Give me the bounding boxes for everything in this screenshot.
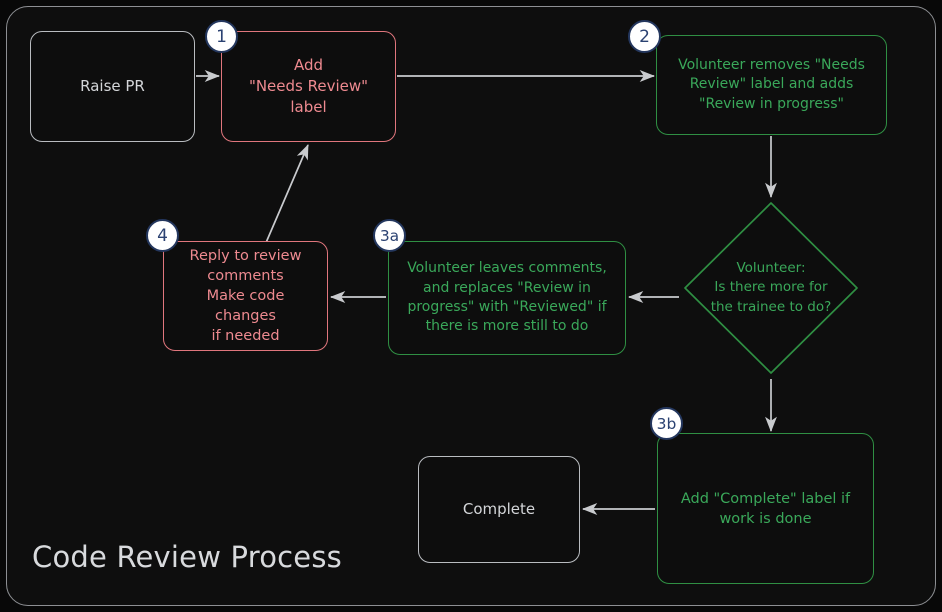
node-volunteer-leaves[interactable]: Volunteer leaves comments, and replaces … — [388, 241, 626, 355]
diagram-title: Code Review Process — [32, 540, 342, 574]
node-reply-to-review-label: Reply to review comments Make code chang… — [189, 248, 302, 344]
step-badge-3b-text: 3b — [656, 414, 677, 433]
node-raise-pr-label: Raise PR — [80, 77, 145, 96]
node-add-complete[interactable]: Add "Complete" label if work is done — [657, 433, 874, 584]
step-badge-2-text: 2 — [639, 26, 650, 47]
step-badge-4-text: 4 — [157, 225, 168, 246]
node-raise-pr[interactable]: Raise PR — [30, 31, 195, 142]
step-badge-4[interactable]: 4 — [146, 219, 179, 252]
node-volunteer-removes-label: Volunteer removes "Needs Review" label a… — [678, 57, 865, 112]
step-badge-3b[interactable]: 3b — [650, 407, 683, 440]
step-badge-1-text: 1 — [216, 26, 227, 47]
node-decision[interactable]: Volunteer: Is there more for the trainee… — [681, 199, 861, 377]
node-decision-label: Volunteer: Is there more for the trainee… — [710, 260, 832, 315]
node-volunteer-leaves-label: Volunteer leaves comments, and replaces … — [407, 260, 607, 335]
node-volunteer-removes[interactable]: Volunteer removes "Needs Review" label a… — [656, 35, 887, 135]
node-reply-to-review[interactable]: Reply to review comments Make code chang… — [163, 241, 328, 351]
step-badge-1[interactable]: 1 — [205, 20, 238, 53]
step-badge-2[interactable]: 2 — [628, 20, 661, 53]
node-add-needs-review[interactable]: Add "Needs Review" label — [221, 31, 396, 142]
decision-diamond-shape — [684, 202, 858, 374]
node-add-complete-label: Add "Complete" label if work is done — [680, 490, 851, 527]
step-badge-3a-text: 3a — [379, 226, 400, 245]
node-complete[interactable]: Complete — [418, 456, 580, 563]
node-add-needs-review-label: Add "Needs Review" label — [248, 56, 369, 116]
node-complete-label: Complete — [462, 500, 536, 519]
step-badge-3a[interactable]: 3a — [373, 219, 406, 252]
